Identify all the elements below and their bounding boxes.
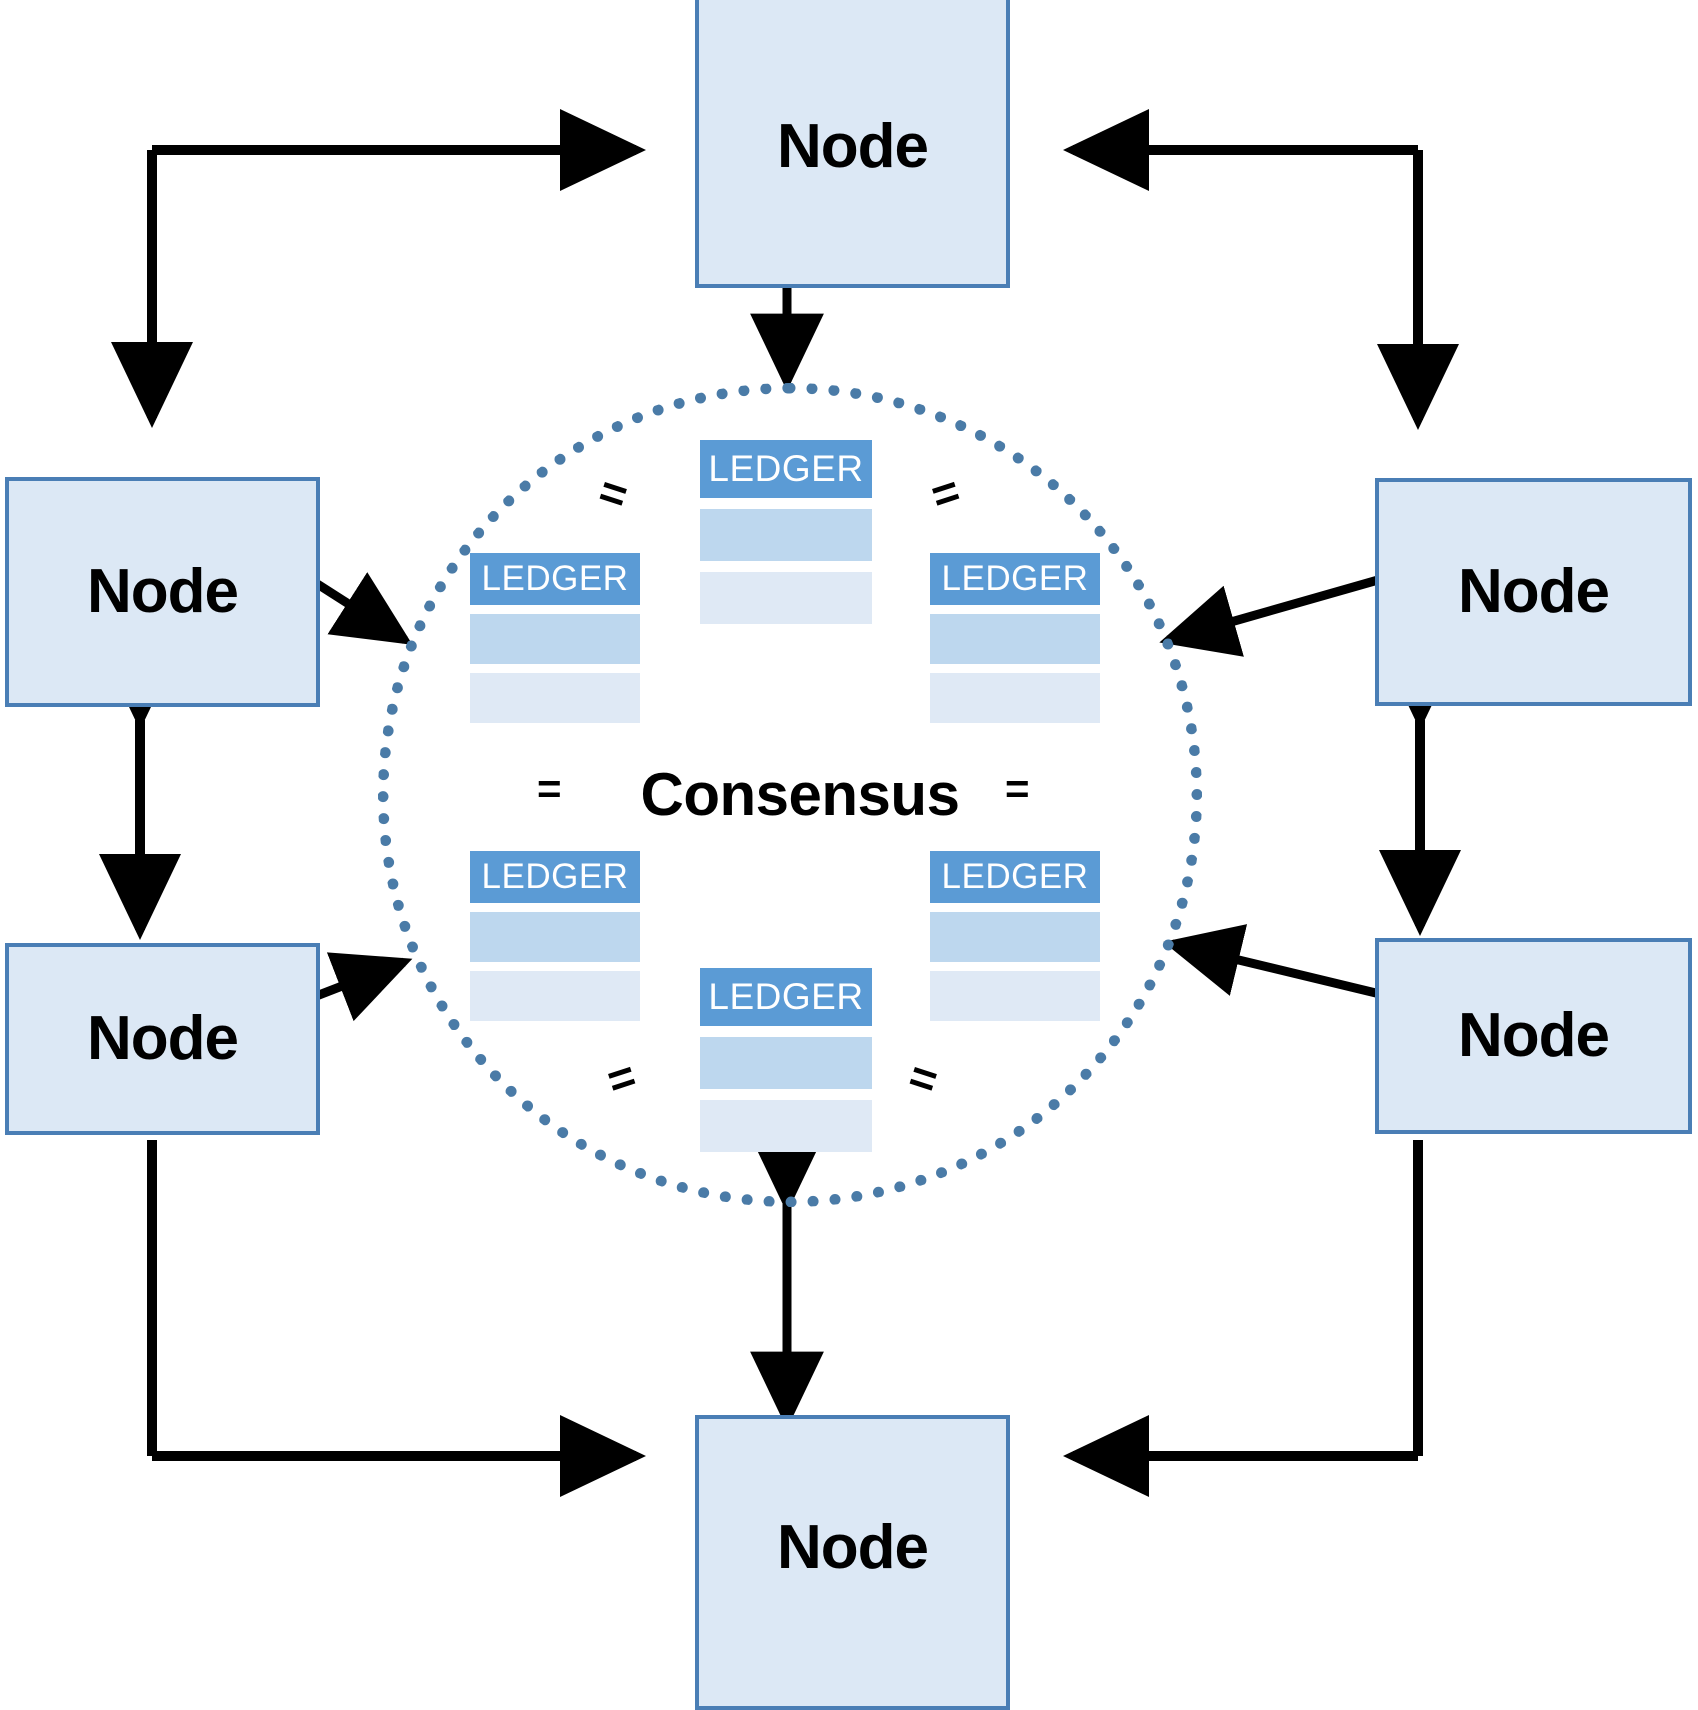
node-box-left-upper[interactable]: Node: [5, 477, 320, 707]
node-box-bottom[interactable]: Node: [695, 1415, 1010, 1710]
node-label: Node: [777, 112, 929, 181]
ledger-header: LEDGER: [470, 851, 640, 903]
node-label: Node: [87, 557, 239, 626]
ledger-row: [470, 673, 640, 723]
ledger-card-lower-left[interactable]: LEDGER: [470, 851, 640, 1021]
ledger-row: [470, 912, 640, 962]
ledger-card-upper-right[interactable]: LEDGER: [930, 553, 1100, 723]
node-box-top[interactable]: Node: [695, 0, 1010, 288]
ledger-row: [700, 1100, 872, 1152]
ledger-header: LEDGER: [700, 968, 872, 1026]
node-label: Node: [1458, 1001, 1610, 1070]
node-box-right-lower[interactable]: Node: [1375, 938, 1692, 1134]
node-box-right-upper[interactable]: Node: [1375, 478, 1692, 706]
consensus-label: Consensus: [640, 761, 960, 828]
ledger-row: [470, 614, 640, 664]
ledger-header: LEDGER: [700, 440, 872, 498]
ledger-card-bottom[interactable]: LEDGER: [700, 968, 872, 1152]
arrow-leftlow-node-to-circle: [228, 952, 413, 1060]
node-label: Node: [1458, 557, 1610, 626]
consensus-circle: [378, 383, 1202, 1207]
ledger-card-lower-right[interactable]: LEDGER: [930, 851, 1100, 1021]
ledger-row: [930, 971, 1100, 1021]
ledger-row: [700, 572, 872, 624]
arrow-rightup-node-to-circle: [1159, 525, 1454, 657]
ledger-row: [930, 614, 1100, 664]
ledger-header: LEDGER: [470, 553, 640, 605]
arrow-leftup-node-to-circle: [230, 510, 413, 645]
ledger-row: [700, 1037, 872, 1089]
ledger-card-top[interactable]: LEDGER: [700, 440, 872, 624]
ledger-header: LEDGER: [930, 553, 1100, 605]
node-label: Node: [87, 1004, 239, 1073]
arrow-rightlow-node-to-circle: [1163, 924, 1456, 1046]
ledger-row: [930, 673, 1100, 723]
equals-sign-mid-right: =: [1005, 765, 1030, 812]
ledger-header: LEDGER: [930, 851, 1100, 903]
ledger-row: [700, 509, 872, 561]
ledger-row: [470, 971, 640, 1021]
ledger-card-upper-left[interactable]: LEDGER: [470, 553, 640, 723]
equals-sign-mid-left: =: [537, 765, 562, 812]
ledger-row: [930, 912, 1100, 962]
node-box-left-lower[interactable]: Node: [5, 943, 320, 1135]
node-label: Node: [777, 1512, 929, 1582]
